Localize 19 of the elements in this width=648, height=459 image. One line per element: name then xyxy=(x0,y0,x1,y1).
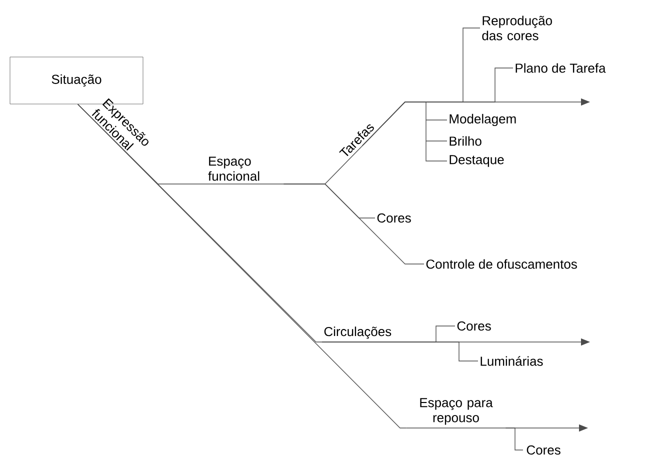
item-label: Modelagem xyxy=(450,114,516,126)
branch-line xyxy=(283,184,424,264)
item-label: Luminárias xyxy=(480,356,543,366)
item-label: Brilho xyxy=(450,136,482,146)
branch-line xyxy=(322,342,478,362)
item-label: Cores xyxy=(526,445,560,455)
branch-line xyxy=(505,428,524,450)
item-label: Reprodução das cores xyxy=(482,16,552,40)
item-label: Plano de Tarefa xyxy=(516,63,606,73)
item-label: Controle de ofuscamentos xyxy=(426,259,577,269)
item-label: Cores xyxy=(377,213,411,223)
branch-label: Circulações xyxy=(324,326,392,339)
item-label: Destaque xyxy=(450,155,504,167)
item-label: Cores xyxy=(457,321,491,331)
branch-line xyxy=(362,102,448,162)
branch-label: Espaço funcional xyxy=(208,156,260,181)
branch-line xyxy=(77,104,407,428)
branch-line xyxy=(77,104,322,342)
branch-label: Espaço para repouso xyxy=(420,398,493,425)
